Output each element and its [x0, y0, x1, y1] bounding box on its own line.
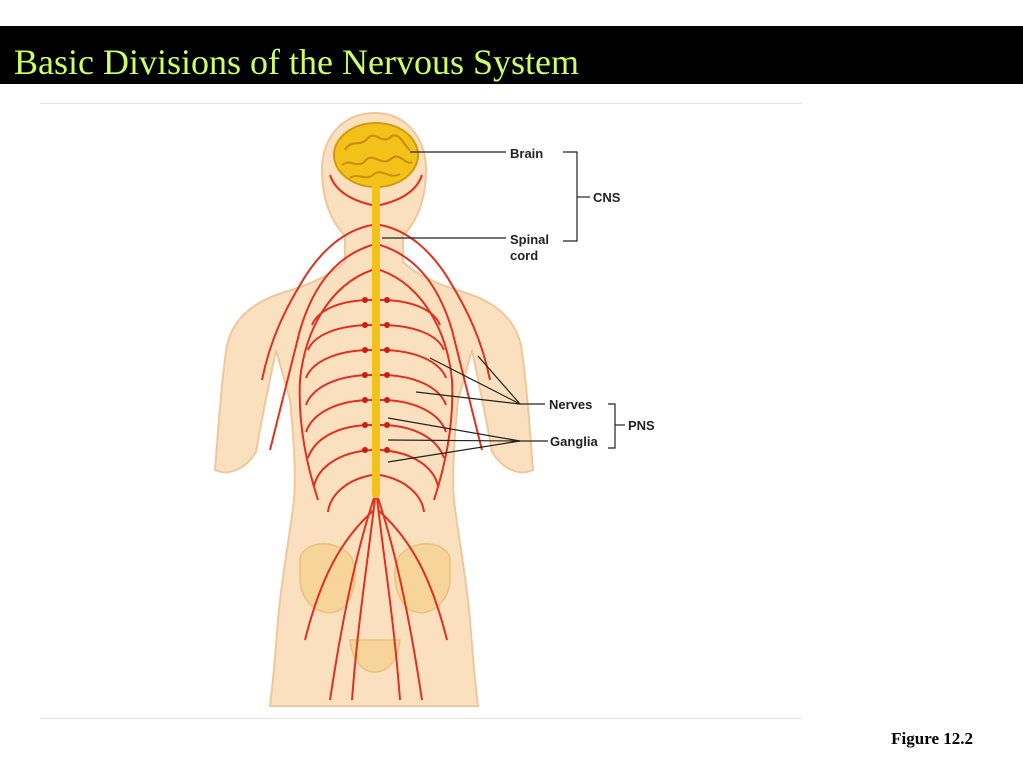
brain [333, 122, 419, 188]
ganglia [362, 297, 390, 453]
slide-title: Basic Divisions of the Nervous System [14, 42, 579, 82]
label-ganglia: Ganglia [550, 434, 598, 449]
label-spinal: Spinal [510, 232, 549, 247]
leader-lines [382, 151, 625, 463]
label-nerves: Nerves [549, 397, 592, 412]
label-pns: PNS [628, 418, 655, 433]
label-cns: CNS [593, 190, 621, 205]
figure-bottom-border [40, 718, 802, 719]
spinal-cord [372, 178, 380, 498]
label-brain: Brain [510, 146, 543, 161]
figure-top-border [40, 103, 802, 104]
figure-caption: Figure 12.2 [891, 729, 973, 748]
nervous-system-figure: Brain Spinal cord CNS Nerves Ganglia PNS [213, 111, 655, 707]
title-bar [0, 26, 1023, 84]
label-cord: cord [510, 248, 538, 263]
